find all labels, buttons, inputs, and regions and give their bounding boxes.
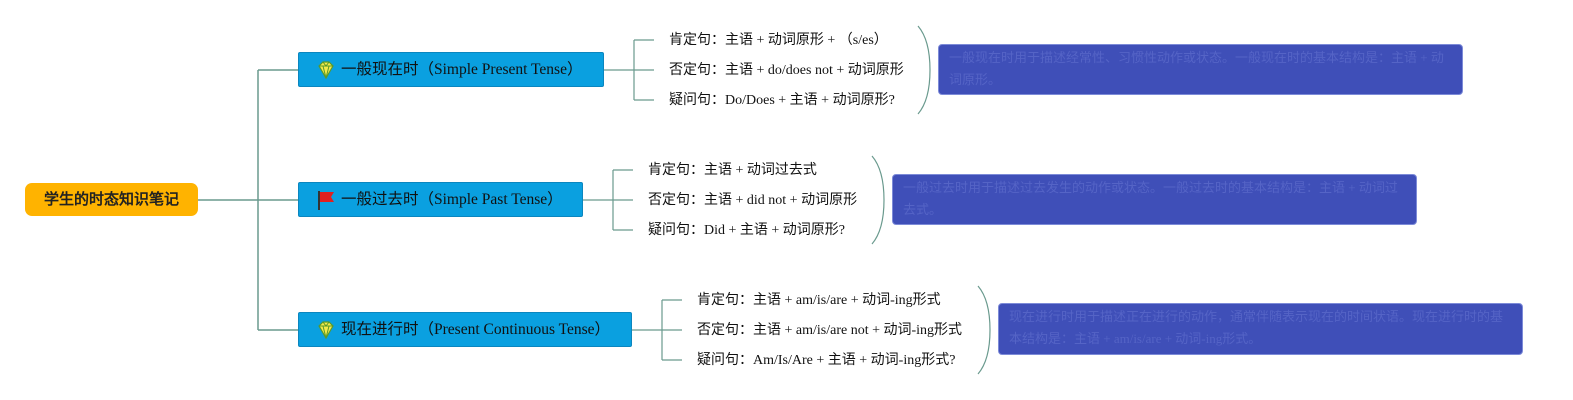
branch-simple-past[interactable]: 一般过去时（Simple Past Tense） <box>298 182 583 217</box>
leaf-negative[interactable]: 否定句：主语 + am/is/are not + 动词-ing形式 <box>697 323 963 338</box>
branch-present-continuous[interactable]: 现在进行时（Present Continuous Tense） <box>298 312 632 347</box>
branch-label: 现在进行时（Present Continuous Tense） <box>341 321 611 338</box>
leaf-question[interactable]: 疑问句：Did + 主语 + 动词原形? <box>648 223 846 238</box>
leaf-question[interactable]: 疑问句：Am/Is/Are + 主语 + 动词-ing形式? <box>697 353 956 368</box>
leaf-negative[interactable]: 否定句：主语 + did not + 动词原形 <box>648 193 858 208</box>
summary-note-text: 现在进行时用于描述正在进行的动作，通常伴随表示现在的时间状语。现在进行时的基本结… <box>1009 309 1504 346</box>
summary-note[interactable]: 一般过去时用于描述过去发生的动作或状态。一般过去时的基本结构是：主语 + 动词过… <box>892 174 1417 225</box>
summary-note[interactable]: 现在进行时用于描述正在进行的动作，通常伴随表示现在的时间状语。现在进行时的基本结… <box>998 303 1523 355</box>
summary-note-text: 一般过去时用于描述过去发生的动作或状态。一般过去时的基本结构是：主语 + 动词过… <box>903 180 1398 217</box>
red-flag-icon <box>315 189 337 211</box>
branch-label: 一般过去时（Simple Past Tense） <box>341 191 563 208</box>
branch-label: 一般现在时（Simple Present Tense） <box>341 61 583 78</box>
leaf-affirmative[interactable]: 肯定句：主语 + 动词过去式 <box>648 163 817 178</box>
branch-simple-present[interactable]: 一般现在时（Simple Present Tense） <box>298 52 604 87</box>
leaf-affirmative[interactable]: 肯定句：主语 + am/is/are + 动词-ing形式 <box>697 293 941 308</box>
leaf-negative[interactable]: 否定句：主语 + do/does not + 动词原形 <box>669 63 904 78</box>
summary-note-text: 一般现在时用于描述经常性、习惯性动作或状态。一般现在时的基本结构是：主语 + 动… <box>949 50 1444 87</box>
leaf-affirmative[interactable]: 肯定句：主语 + 动词原形 + （s/es） <box>669 33 888 48</box>
leaf-question[interactable]: 疑问句：Do/Does + 主语 + 动词原形? <box>669 93 895 108</box>
summary-note[interactable]: 一般现在时用于描述经常性、习惯性动作或状态。一般现在时的基本结构是：主语 + 动… <box>938 44 1463 95</box>
diamond-icon <box>315 59 337 81</box>
root-topic[interactable]: 学生的时态知识笔记 <box>25 183 198 216</box>
diamond-icon <box>315 319 337 341</box>
